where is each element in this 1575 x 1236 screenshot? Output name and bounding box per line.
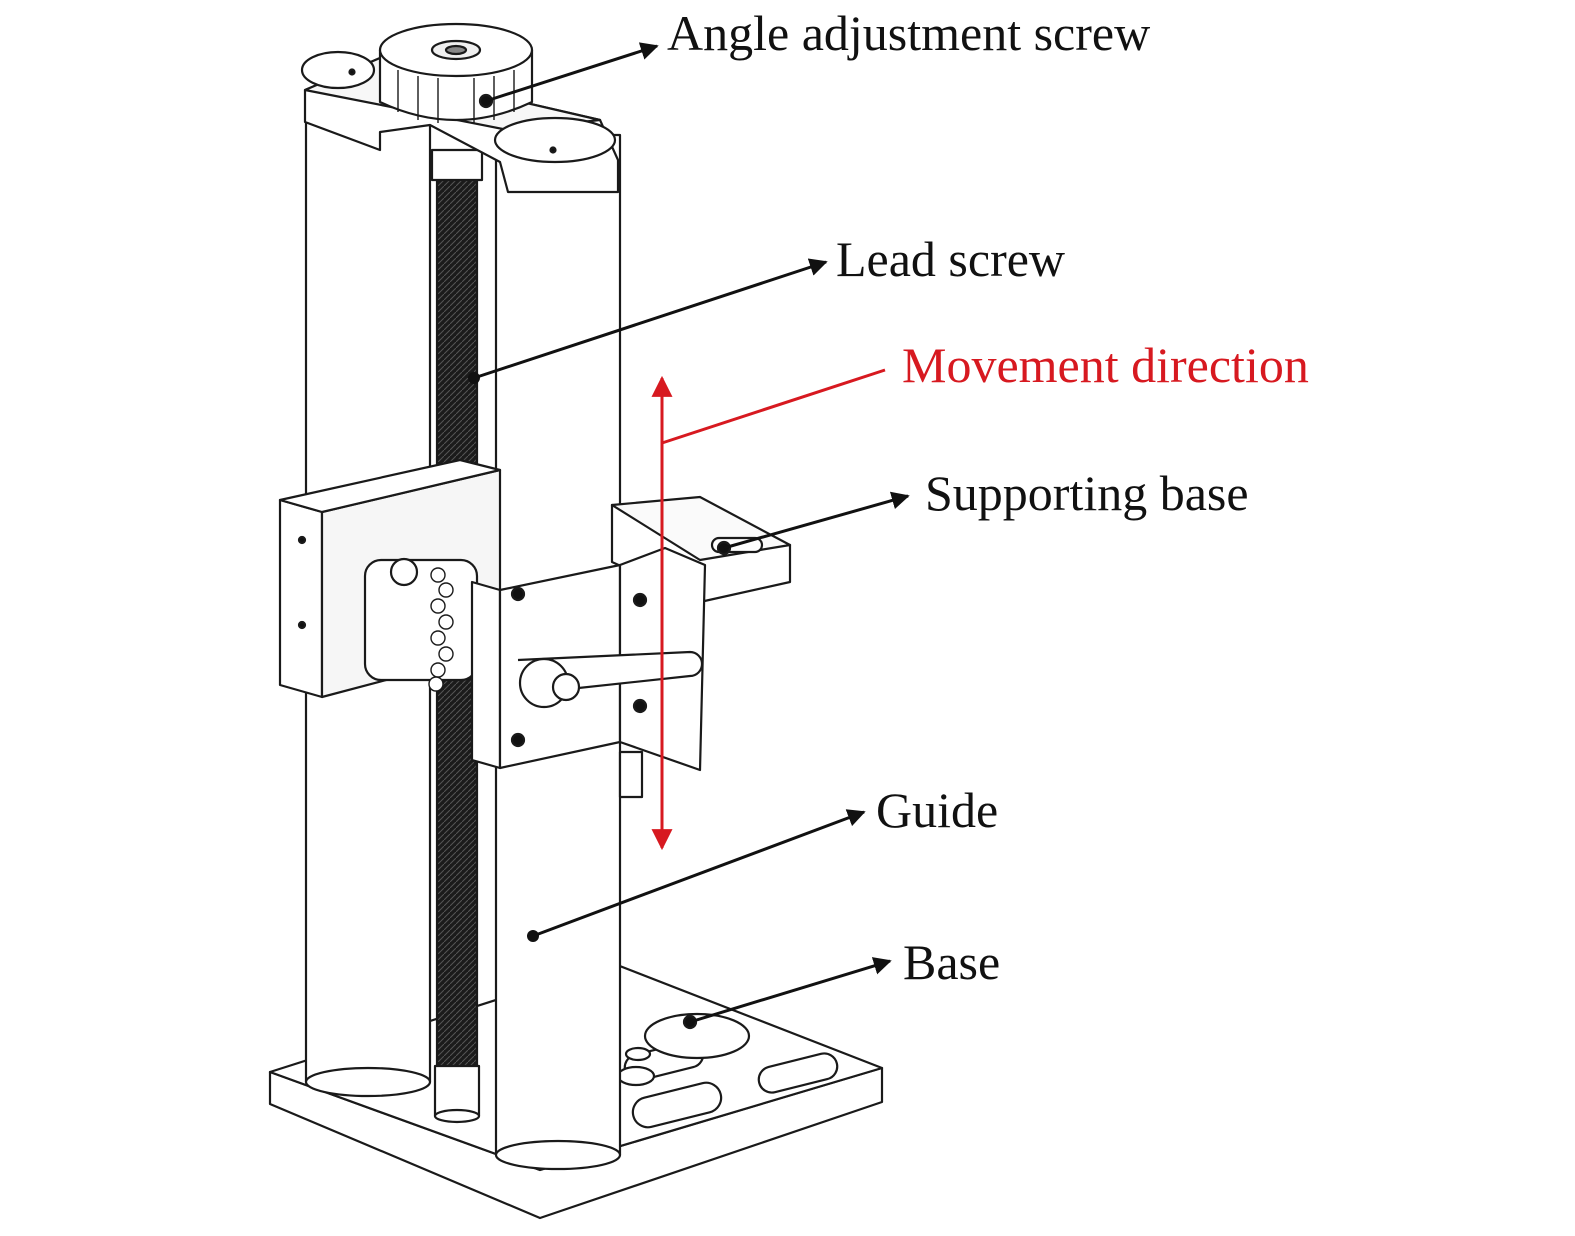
anchor-dot-guide [527, 930, 539, 942]
anchor-dot-lead-screw [468, 372, 480, 384]
pointer-lead-screw [473, 258, 828, 380]
label-guide: Guide [876, 782, 999, 838]
pointer-base [689, 957, 892, 1024]
label-movement-direction: Movement direction [902, 337, 1309, 393]
callout-anchors [468, 372, 539, 942]
movement-direction-indicator [651, 368, 886, 851]
callout-pointers [473, 42, 910, 1024]
pointer-angle-adjustment-screw [485, 42, 659, 103]
movement-leader-line [661, 368, 886, 445]
label-lead-screw: Lead screw [836, 231, 1066, 287]
pointer-supporting-base [723, 491, 910, 550]
label-angle-adjustment-screw: Angle adjustment screw [667, 5, 1151, 61]
angle-adjustment-knob [378, 22, 534, 123]
pointer-guide [532, 809, 866, 938]
label-base: Base [903, 934, 1001, 990]
label-supporting-base: Supporting base [925, 465, 1249, 521]
